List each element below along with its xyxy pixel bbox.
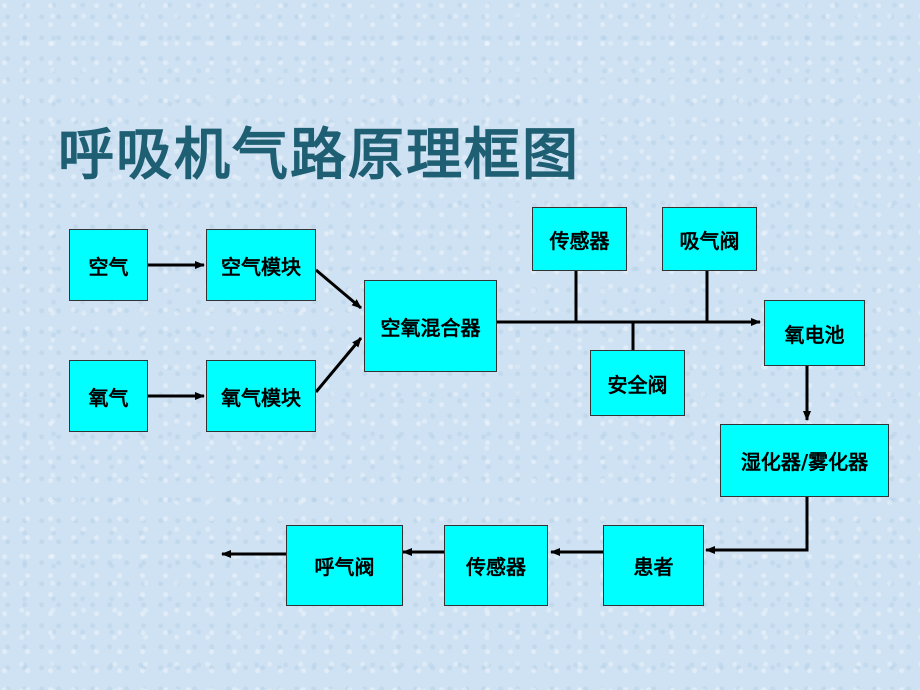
arrow-oxygen-module-to-mixer	[314, 337, 363, 393]
node-humidifier: 湿化器/雾化器	[720, 424, 889, 497]
node-patient: 患者	[603, 525, 704, 606]
arrow-air-module-to-mixer	[315, 268, 362, 310]
node-exhale-valve: 呼气阀	[286, 525, 403, 606]
node-inhale-valve: 吸气阀	[662, 207, 757, 271]
node-sensor-top: 传感器	[532, 207, 627, 271]
node-air: 空气	[69, 229, 148, 301]
node-oxygen: 氧气	[69, 360, 148, 432]
node-air-module: 空气模块	[206, 229, 316, 301]
node-oxygen-cell: 氧电池	[764, 300, 865, 366]
node-sensor-bottom: 传感器	[444, 525, 548, 606]
node-oxygen-module: 氧气模块	[206, 360, 316, 432]
node-mixer: 空氧混合器	[364, 280, 497, 372]
arrow-humidifier-to-patient	[705, 497, 809, 554]
page-title: 呼吸机气路原理框图	[58, 123, 580, 188]
node-safety-valve: 安全阀	[590, 350, 685, 416]
